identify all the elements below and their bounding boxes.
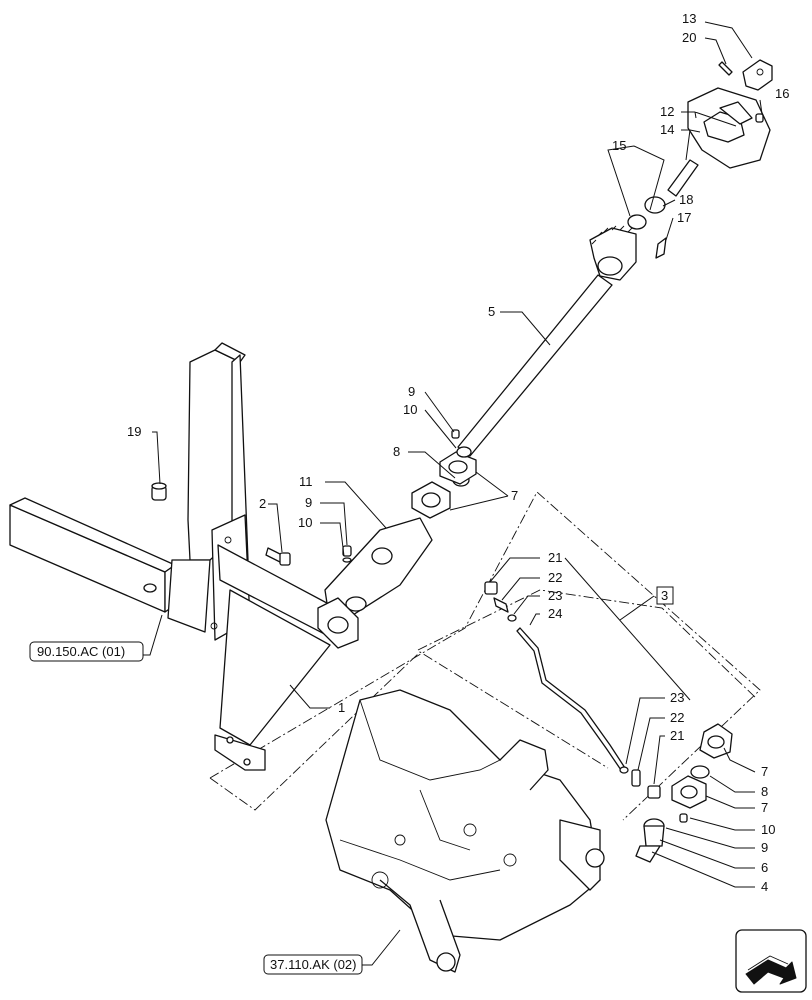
hydraulic-lift-housing (325, 689, 605, 973)
callout-8-lower: 8 (761, 784, 768, 799)
callout-7-lower-a: 7 (761, 764, 768, 779)
callout-22-upper: 22 (548, 570, 562, 585)
callout-18: 18 (679, 192, 693, 207)
callout-9-upper: 9 (408, 384, 415, 399)
callout-7-lower-b: 7 (761, 800, 768, 815)
callout-23-lower: 23 (670, 690, 684, 705)
reference-housing-link[interactable]: 37.110.AK (02) (263, 954, 363, 975)
callout-20: 20 (682, 30, 696, 45)
callout-4: 4 (761, 879, 768, 894)
callout-24: 24 (548, 606, 562, 621)
callout-21-upper: 21 (548, 550, 562, 565)
next-page-arrow-icon[interactable] (735, 929, 807, 993)
callout-3: 3 (661, 588, 668, 603)
callout-9-lower: 9 (761, 840, 768, 855)
callout-8-upper: 8 (393, 444, 400, 459)
reference-frame-link[interactable]: 90.150.AC (01) (29, 641, 144, 662)
callout-3-box (656, 586, 674, 605)
callout-15: 15 (612, 138, 626, 153)
callout-2: 2 (259, 496, 266, 511)
callout-14: 14 (660, 122, 674, 137)
callout-23-upper: 23 (548, 588, 562, 603)
flange-bushing-upper (411, 429, 477, 519)
callout-10-left: 10 (298, 515, 312, 530)
callout-11: 11 (299, 474, 313, 489)
sector-gear-assembly (589, 196, 667, 281)
callout-9-left: 9 (305, 495, 312, 510)
support-bracket-11 (317, 517, 433, 649)
reference-frame-label[interactable]: 90.150.AC (01) (37, 644, 125, 659)
leader-lines (143, 21, 763, 966)
callout-12: 12 (660, 104, 674, 119)
callout-10-upper: 10 (403, 402, 417, 417)
cross-shaft-5 (456, 274, 613, 458)
control-lever-housing-12 (667, 87, 771, 197)
lever-knob-13 (718, 59, 773, 91)
callout-10-lower: 10 (761, 822, 775, 837)
reference-housing-label[interactable]: 37.110.AK (02) (270, 957, 356, 972)
bolt-2 (265, 547, 291, 566)
callout-13: 13 (682, 11, 696, 26)
callout-19: 19 (127, 424, 141, 439)
callout-16: 16 (775, 86, 789, 101)
callout-17: 17 (677, 210, 691, 225)
callout-21-lower: 21 (670, 728, 684, 743)
control-rod-linkage (484, 581, 661, 799)
callout-labels: 13 20 16 12 14 15 18 17 5 9 10 8 7 19 2 … (127, 11, 789, 894)
callout-22-lower: 22 (670, 710, 684, 725)
frame-rail (9, 342, 341, 771)
callout-6: 6 (761, 860, 768, 875)
callout-7-upper: 7 (511, 488, 518, 503)
callout-1: 1 (338, 700, 345, 715)
nut-washer-9-10-left (342, 545, 352, 563)
bolt-19 (151, 482, 167, 501)
callout-5: 5 (488, 304, 495, 319)
lower-lever-assembly (635, 723, 733, 863)
